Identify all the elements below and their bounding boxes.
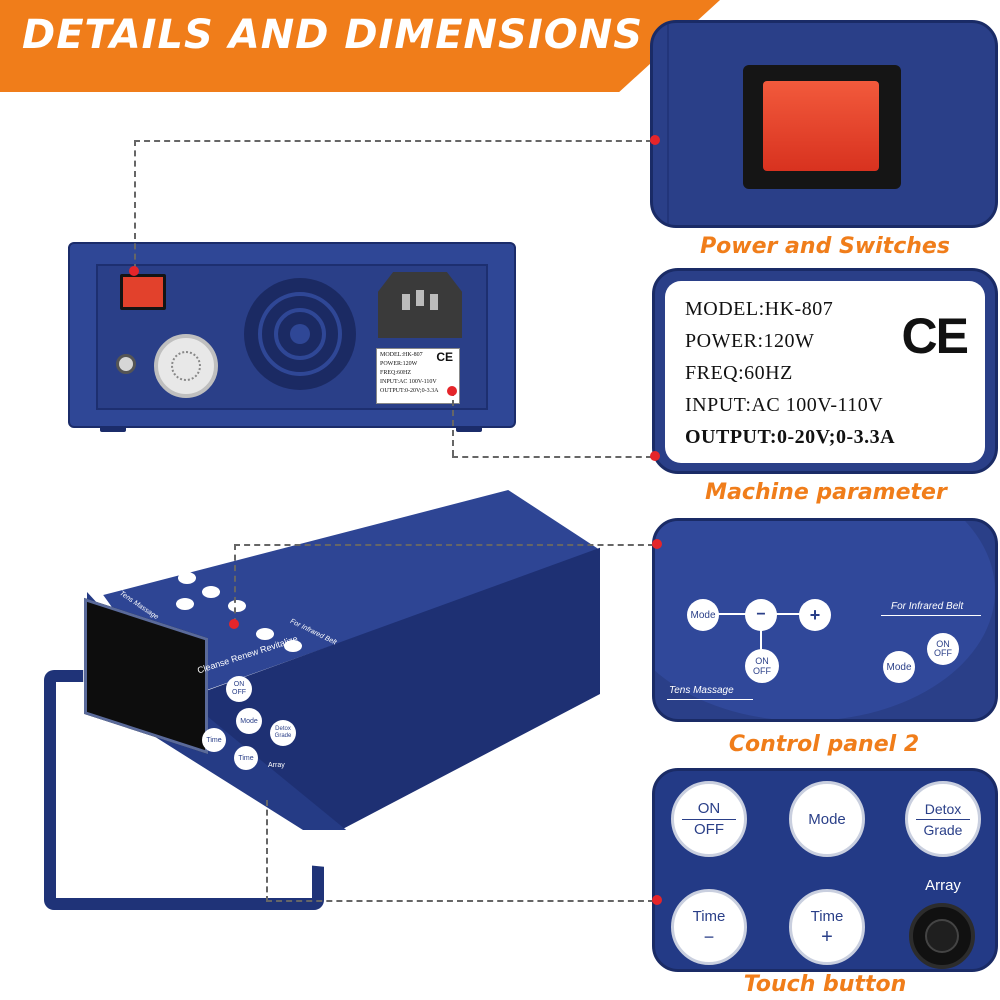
touch-onoff-button[interactable]: ON OFF	[671, 781, 747, 857]
top-button-1[interactable]	[178, 572, 196, 584]
infrared-underline	[881, 615, 981, 616]
connector-cp2-h	[234, 544, 654, 546]
caption-control-panel-2: Control panel 2	[728, 732, 920, 757]
page-title: DETAILS AND DIMENSIONS	[22, 12, 644, 58]
ce-mark: CE	[901, 308, 969, 364]
tens-underline	[667, 699, 753, 700]
cp2-mode-button[interactable]: Mode	[687, 599, 719, 631]
param-power: POWER:120W	[685, 330, 815, 352]
control-panel-2: Mode − + ON OFF For Infrared Belt ON OFF…	[652, 518, 998, 722]
touch-time-plus-button[interactable]: Time +	[789, 889, 865, 965]
marker-dot-power-device	[129, 266, 139, 276]
connector-param-h	[452, 456, 652, 458]
param-output: OUTPUT:0-20V;0-3.3A	[685, 426, 896, 448]
cp2-plus-button[interactable]: +	[799, 599, 831, 631]
power-switch	[120, 274, 166, 310]
connector-touch-h	[266, 900, 654, 902]
marker-dot-cp2-device	[229, 619, 239, 629]
infrared-belt-label: For Infrared Belt	[891, 601, 964, 612]
marker-dot-touch-panel	[652, 895, 662, 905]
marker-dot-cp2-panel	[652, 539, 662, 549]
audio-jack	[116, 354, 136, 374]
fan-grille	[244, 278, 356, 390]
power-switch-panel	[650, 20, 998, 228]
front-onoff-button[interactable]: ON OFF	[226, 676, 252, 702]
front-time-plus-button[interactable]: Time	[234, 746, 258, 770]
caption-machine: Machine parameter	[705, 480, 947, 505]
header-banner	[0, 0, 720, 92]
rating-label-small: MODEL:HK-807 POWER:120W FREQ:60HZ INPUT:…	[376, 348, 460, 404]
array-label: Array	[925, 877, 961, 894]
cp2-line-v	[760, 613, 762, 663]
top-button-3[interactable]	[176, 598, 194, 610]
front-array-label: Array	[268, 762, 285, 769]
power-inlet	[378, 272, 462, 338]
marker-dot-power-panel	[650, 135, 660, 145]
connector-touch-v	[266, 800, 268, 902]
tens-massage-label: Tens Massage	[669, 685, 734, 696]
caption-touch: Touch button	[743, 972, 907, 997]
rocker-switch	[763, 81, 879, 171]
rocker-frame	[743, 65, 901, 189]
connector-cp2-v	[234, 544, 236, 624]
top-button-6[interactable]	[284, 640, 302, 652]
param-input: INPUT:AC 100V-110V	[685, 394, 884, 416]
front-time-minus-button[interactable]: Time	[202, 728, 226, 752]
cp2-onoff-button[interactable]: ON OFF	[745, 649, 779, 683]
touch-mode-button[interactable]: Mode	[789, 781, 865, 857]
marker-dot-param-panel	[650, 451, 660, 461]
output-socket	[154, 334, 218, 398]
touch-detox-grade-button[interactable]: Detox Grade	[905, 781, 981, 857]
caption-power: Power and Switches	[700, 234, 950, 259]
array-socket	[909, 903, 975, 969]
connector-param-v	[452, 390, 454, 456]
marker-dot-param-device	[447, 386, 457, 396]
param-model: MODEL:HK-807	[685, 298, 834, 320]
infrared-onoff-button[interactable]: ON OFF	[927, 633, 959, 665]
touch-button-panel: ON OFF Mode Detox Grade Time − Time + Ar…	[652, 768, 998, 972]
machine-parameter-panel: MODEL:HK-807 POWER:120W FREQ:60HZ INPUT:…	[652, 268, 998, 474]
infrared-mode-button[interactable]: Mode	[883, 651, 915, 683]
device-front-view: ON OFF Mode Detox Grade Time Time Array …	[30, 490, 600, 930]
top-button-2[interactable]	[202, 586, 220, 598]
connector-power-v	[134, 140, 136, 270]
connector-power-h	[134, 140, 652, 142]
cp2-minus-button[interactable]: −	[745, 599, 777, 631]
param-freq: FREQ:60HZ	[685, 362, 793, 384]
device-back-view: MODEL:HK-807 POWER:120W FREQ:60HZ INPUT:…	[68, 242, 516, 432]
front-detox-button[interactable]: Detox Grade	[270, 720, 296, 746]
top-button-5[interactable]	[256, 628, 274, 640]
touch-time-minus-button[interactable]: Time −	[671, 889, 747, 965]
front-mode-button[interactable]: Mode	[236, 708, 262, 734]
top-button-4[interactable]	[228, 600, 246, 612]
